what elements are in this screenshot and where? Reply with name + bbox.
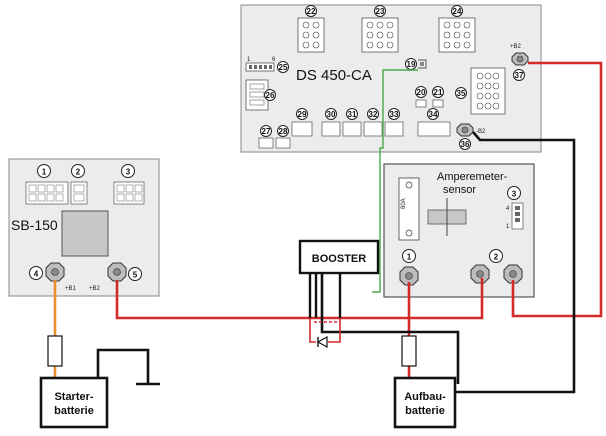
- sb150-connector-1: 1: [25, 164, 69, 205]
- ds450-module: DS 450-CA 22 23: [240, 4, 542, 153]
- sb150-connector-2: 2: [70, 164, 88, 205]
- aux-battery-label-2: batterie: [405, 405, 445, 417]
- ds450-connector-28: 28: [275, 125, 291, 149]
- svg-text:25: 25: [279, 63, 288, 72]
- amp-sensor-terminal-2: 2: [470, 249, 523, 284]
- wire-starter-ground: [96, 348, 150, 384]
- svg-text:4: 4: [506, 206, 510, 212]
- ds450-terminal-36: -B2 36: [456, 123, 486, 150]
- wire-sensor-to-ds450-b2: [511, 61, 603, 318]
- svg-text:20: 20: [417, 88, 426, 97]
- ds450-connector-22: 22: [297, 5, 325, 53]
- svg-text:1: 1: [506, 224, 510, 230]
- amp-sensor-terminal-1: 1: [399, 249, 419, 286]
- ds450-connector-31: 31: [342, 108, 362, 137]
- sb150-relay-block: [61, 210, 109, 257]
- amperemeter-sensor-module: Amperemeter- sensor 80A 3 4 1 1: [383, 163, 535, 298]
- svg-text:24: 24: [453, 7, 462, 16]
- sb150-terminal-5: 5 +B2: [89, 262, 142, 292]
- svg-text:33: 33: [390, 110, 399, 119]
- svg-text:5: 5: [133, 271, 138, 280]
- svg-text:+B2: +B2: [510, 44, 522, 50]
- fuse-aux: [401, 335, 417, 367]
- ds450-connector-32: 32: [363, 108, 383, 137]
- sb150-title: SB-150: [11, 217, 58, 233]
- aux-battery: Aufbau- batterie: [393, 376, 457, 429]
- booster-title: BOOSTER: [312, 253, 366, 265]
- ds450-connector-33: 33: [384, 108, 404, 137]
- svg-text:1: 1: [407, 253, 412, 262]
- svg-text:19: 19: [407, 60, 416, 69]
- svg-text:3: 3: [512, 190, 517, 199]
- svg-text:2: 2: [76, 168, 81, 177]
- svg-text:-B2: -B2: [476, 129, 486, 135]
- ds450-connector-20: 20: [415, 86, 427, 108]
- svg-text:32: 32: [369, 110, 378, 119]
- diode-symbol: [316, 335, 328, 349]
- starter-battery-label-1: Starter-: [54, 391, 93, 403]
- ds450-connector-21: 21: [432, 86, 444, 108]
- amp-sensor-title-1: Amperemeter-: [437, 171, 508, 183]
- ds450-connector-29: 29: [291, 108, 313, 137]
- svg-text:4: 4: [34, 270, 39, 279]
- ds450-connector-27: 27: [258, 125, 274, 149]
- ds450-connector-30: 30: [321, 108, 341, 137]
- svg-text:21: 21: [434, 88, 443, 97]
- svg-text:30: 30: [327, 110, 336, 119]
- wire-diode-out: [328, 318, 341, 343]
- wire-booster-ground: [320, 272, 460, 384]
- svg-text:+B1: +B1: [65, 286, 77, 292]
- svg-text:26: 26: [266, 91, 275, 100]
- svg-text:1: 1: [247, 57, 251, 63]
- svg-text:+B2: +B2: [89, 286, 101, 292]
- sb150-module: SB-150 1 2 3: [8, 158, 160, 297]
- amp-sensor-shunt: 80A: [398, 177, 420, 241]
- booster-box: BOOSTER: [298, 239, 380, 275]
- sb150-connector-3: 3: [113, 164, 145, 205]
- svg-text:6: 6: [272, 57, 276, 63]
- ds450-connector-24: 24: [438, 5, 476, 53]
- svg-text:1: 1: [42, 168, 47, 177]
- wire-sb150-b2-to-booster: [115, 280, 305, 320]
- svg-text:35: 35: [457, 89, 466, 98]
- svg-text:22: 22: [307, 7, 316, 16]
- svg-text:31: 31: [348, 110, 357, 119]
- ds450-connector-35: 35: [455, 67, 506, 115]
- svg-text:80A: 80A: [401, 198, 407, 209]
- fuse-starter: [47, 335, 63, 367]
- ds450-title: DS 450-CA: [296, 67, 372, 84]
- starter-battery: Starter- batterie: [39, 376, 109, 429]
- aux-battery-label-1: Aufbau-: [404, 391, 446, 403]
- svg-text:2: 2: [494, 253, 499, 262]
- wire-booster-signal: [372, 69, 418, 293]
- svg-text:34: 34: [429, 110, 438, 119]
- svg-text:29: 29: [298, 110, 307, 119]
- svg-text:27: 27: [262, 127, 271, 136]
- starter-battery-label-2: batterie: [54, 405, 94, 417]
- ds450-terminal-37: +B2 37: [510, 44, 529, 81]
- svg-text:3: 3: [126, 168, 131, 177]
- svg-text:23: 23: [376, 7, 385, 16]
- ds450-connector-34: 34: [417, 108, 451, 137]
- svg-text:37: 37: [515, 71, 524, 80]
- svg-text:36: 36: [461, 140, 470, 149]
- amp-sensor-connector-3: 3 4 1: [506, 186, 524, 230]
- sb150-terminal-4: 4 +B1: [29, 262, 77, 292]
- ds450-connector-25: 1 6 25: [245, 57, 289, 73]
- wire-booster-to-sensor-2: [305, 278, 484, 320]
- ds450-connector-23: 23: [361, 5, 399, 53]
- wire-diode-in: [309, 318, 316, 343]
- svg-text:28: 28: [279, 127, 288, 136]
- ds450-connector-19: 19: [405, 58, 427, 70]
- amp-sensor-title-2: sensor: [443, 184, 476, 196]
- ds450-connector-26: 26: [245, 79, 276, 111]
- wire-ds450-ground-to-aux: [452, 131, 576, 394]
